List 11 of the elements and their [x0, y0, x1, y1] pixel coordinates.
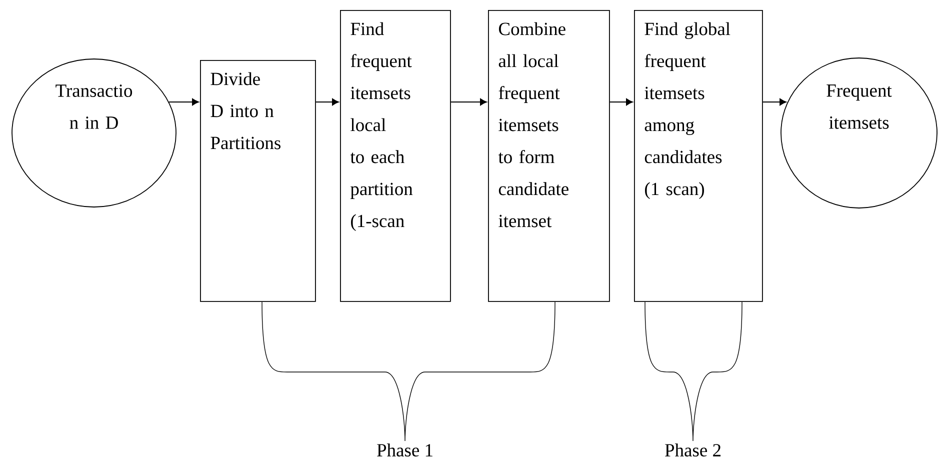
arrow — [450, 98, 488, 106]
phase-label: Phase 2 — [665, 443, 720, 456]
arrow — [168, 98, 200, 106]
process-box: Divide D into n Partitions — [200, 60, 316, 302]
arrow — [762, 98, 787, 106]
arrow — [315, 98, 340, 106]
phase-label: Phase 1 — [377, 443, 432, 456]
process-box: Find frequent itemsets local to each partition (1-scan — [340, 10, 451, 302]
process-box: Combine all local frequent itemsets to form candidate itemset — [488, 10, 610, 302]
process-box: Find global frequent itemsets among candidates (1 scan) — [634, 10, 763, 302]
arrow — [609, 98, 634, 106]
